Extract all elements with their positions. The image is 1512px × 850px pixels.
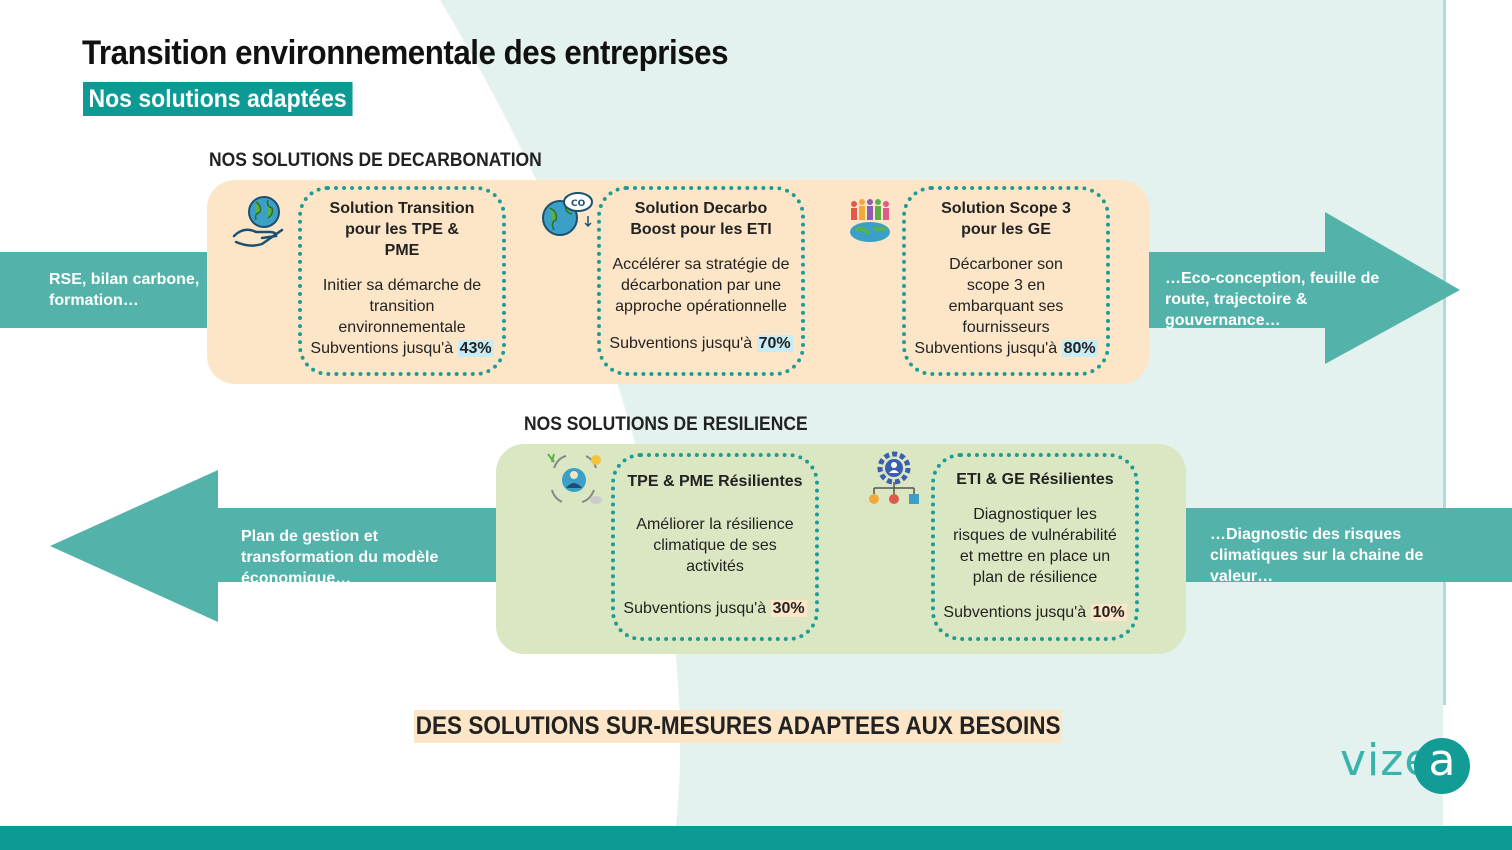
card-subsidy: Subventions jusqu'à 30% <box>623 598 807 619</box>
subsidy-label: Subventions jusqu'à <box>623 600 767 617</box>
card-description: Décarboner son scope 3 en embarquant ses… <box>948 256 1064 336</box>
resilience-arrow-right-text: …Diagnostic des risques climatiques sur … <box>1210 526 1424 585</box>
card-subsidy: Subventions jusqu'à 10% <box>943 602 1127 623</box>
decarbonation-card-1: Solution Transition pour les TPE & PME I… <box>298 186 506 376</box>
card-description: Initier sa démarche de transition enviro… <box>322 277 482 336</box>
decarbonation-card-2: Solution Decarbo Boost pour les ETI Accé… <box>597 186 805 376</box>
people-globe-icon <box>850 199 890 242</box>
vertical-divider <box>1443 0 1446 705</box>
card-title: Solution Scope 3 pour les GE <box>941 200 1071 238</box>
climate-cycle-icon <box>547 453 602 504</box>
globe-co2-icon: CO <box>542 192 593 236</box>
vizea-logo-circle <box>1414 738 1470 794</box>
card-subsidy: Subventions jusqu'à 80% <box>914 338 1098 359</box>
decarbonation-heading: NOS SOLUTIONS DE DECARBONATION <box>209 150 542 171</box>
card-subsidy: Subventions jusqu'à 70% <box>609 333 793 354</box>
card-description: Améliorer la résilience climatique de se… <box>636 516 794 575</box>
subsidy-label: Subventions jusqu'à <box>609 335 753 352</box>
subsidy-value: 43% <box>457 340 494 357</box>
decarbonation-arrow-left-text: RSE, bilan carbone, formation… <box>49 271 200 309</box>
subsidy-value: 10% <box>1090 604 1127 621</box>
subsidy-label: Subventions jusqu'à <box>914 340 1058 357</box>
svg-text:CO: CO <box>571 199 586 209</box>
subsidy-label: Subventions jusqu'à <box>943 604 1087 621</box>
card-title: ETI & GE Résilientes <box>956 471 1114 488</box>
decarbonation-arrow-right-text: …Eco-conception, feuille de route, traje… <box>1165 270 1380 329</box>
resilience-heading: NOS SOLUTIONS DE RESILIENCE <box>524 414 808 435</box>
subsidy-label: Subventions jusqu'à <box>310 340 454 357</box>
page-title: Transition environnementale des entrepri… <box>82 34 729 72</box>
page-subtitle: Nos solutions adaptées <box>83 82 353 116</box>
vizea-logo-accent: a <box>1428 735 1456 786</box>
bottom-bar <box>0 826 1512 850</box>
subsidy-value: 70% <box>756 335 793 352</box>
globe-hand-icon <box>232 196 284 247</box>
card-title: Solution Decarbo Boost pour les ETI <box>630 200 772 238</box>
card-title: TPE & PME Résilientes <box>627 473 803 490</box>
card-subsidy: Subventions jusqu'à 43% <box>310 338 494 359</box>
card-description: Accélérer sa stratégie de décarbonation … <box>612 256 790 315</box>
resilience-arrow-left-text: Plan de gestion et transformation du mod… <box>241 528 439 587</box>
resilience-card-1: TPE & PME Résilientes Améliorer la résil… <box>611 453 819 641</box>
subsidy-value: 80% <box>1061 340 1098 357</box>
decarbonation-card-3: Solution Scope 3 pour les GE Décarboner … <box>902 186 1110 376</box>
card-title: Solution Transition pour les TPE & PME <box>329 200 475 259</box>
tagline: DES SOLUTIONS SUR-MESURES ADAPTEES AUX B… <box>414 710 1063 743</box>
gear-org-icon <box>869 451 919 504</box>
resilience-card-2: ETI & GE Résilientes Diagnostiquer les r… <box>931 453 1139 641</box>
card-description: Diagnostiquer les risques de vulnérabili… <box>953 506 1117 586</box>
subsidy-value: 30% <box>770 600 807 617</box>
decarbonation-panel <box>207 180 1149 384</box>
